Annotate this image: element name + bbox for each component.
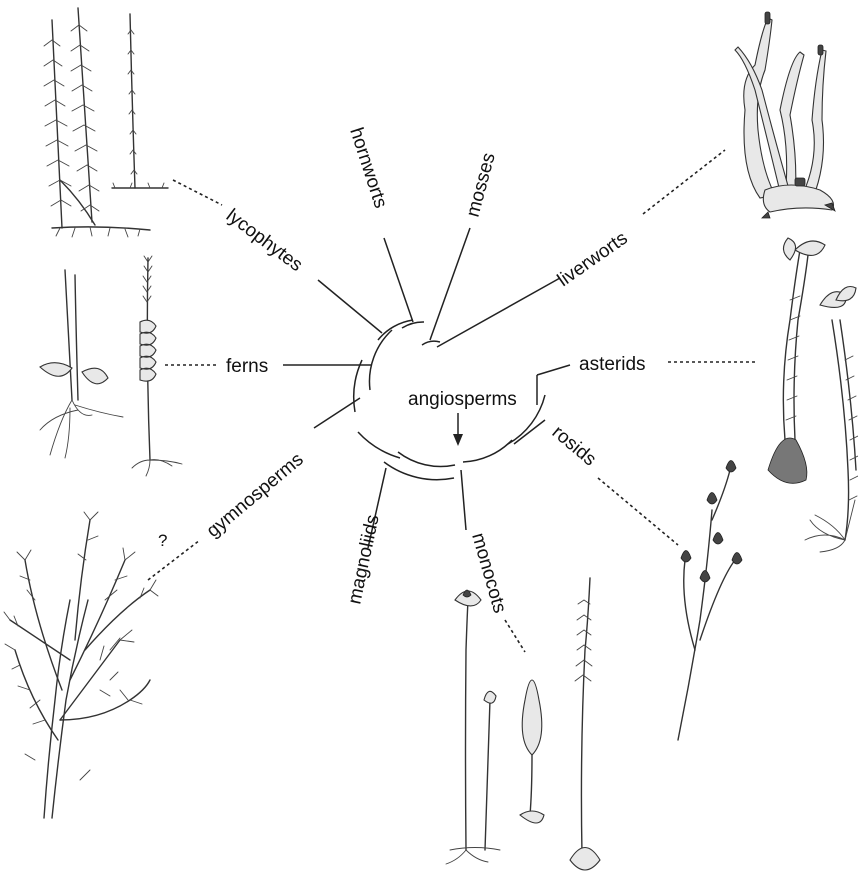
lycophyte-illustration bbox=[44, 8, 168, 237]
label-ferns: ferns bbox=[226, 356, 268, 377]
angiosperms-arrow-head bbox=[453, 434, 463, 446]
branch-monocots bbox=[461, 470, 466, 530]
rosid-illustration bbox=[678, 461, 742, 741]
label-magnoliids: magnoliids bbox=[344, 513, 383, 606]
tree-arc-monocots-eudicots bbox=[463, 440, 512, 462]
asterid-illustration bbox=[768, 238, 858, 552]
cladogram bbox=[283, 228, 570, 548]
label-hornworts: hornworts bbox=[345, 125, 391, 211]
dash-lycophytes bbox=[173, 180, 222, 205]
tree-arc-magnoliids bbox=[384, 462, 454, 480]
tree-arc-gymnosperms bbox=[358, 432, 400, 458]
gymnosperm-illustration bbox=[4, 512, 158, 818]
label-mosses: mosses bbox=[463, 151, 500, 220]
dash-monocots bbox=[505, 620, 525, 652]
label-rosids: rosids bbox=[548, 422, 600, 471]
dash-gymnosperms bbox=[148, 540, 200, 580]
branch-gymnosperms bbox=[314, 398, 360, 428]
tree-arc-mosses-liverworts bbox=[422, 341, 440, 345]
dash-liverworts bbox=[643, 150, 725, 214]
label-asterids: asterids bbox=[579, 354, 646, 375]
label-liverworts: liverworts bbox=[554, 228, 632, 291]
dash-rosids bbox=[598, 478, 678, 545]
label-lycophytes: lycophytes bbox=[222, 205, 306, 276]
label-gymnosperms: gymnosperms bbox=[203, 449, 308, 542]
fern-illustration bbox=[40, 256, 182, 476]
liverwort-illustration bbox=[735, 12, 835, 218]
monocot-illustration bbox=[446, 578, 600, 870]
clade-labels: hornworts mosses liverworts lycophytes f… bbox=[158, 125, 646, 616]
label-question-mark: ? bbox=[158, 531, 167, 550]
branch-rosids bbox=[514, 420, 545, 444]
branch-lycophytes bbox=[318, 280, 382, 333]
branch-liverworts bbox=[437, 278, 560, 347]
tree-arc-angiosperms-base bbox=[398, 452, 455, 466]
tree-arc-hornworts-mosses bbox=[402, 322, 424, 328]
branch-asterids bbox=[537, 365, 570, 375]
tree-arc-seedplants bbox=[354, 360, 362, 412]
branch-mosses bbox=[430, 228, 470, 340]
tree-arc-lycophytes bbox=[378, 320, 413, 340]
label-angiosperms: angiosperms bbox=[408, 389, 517, 410]
tree-arc-ferns bbox=[369, 330, 392, 390]
branch-hornworts bbox=[384, 238, 413, 322]
